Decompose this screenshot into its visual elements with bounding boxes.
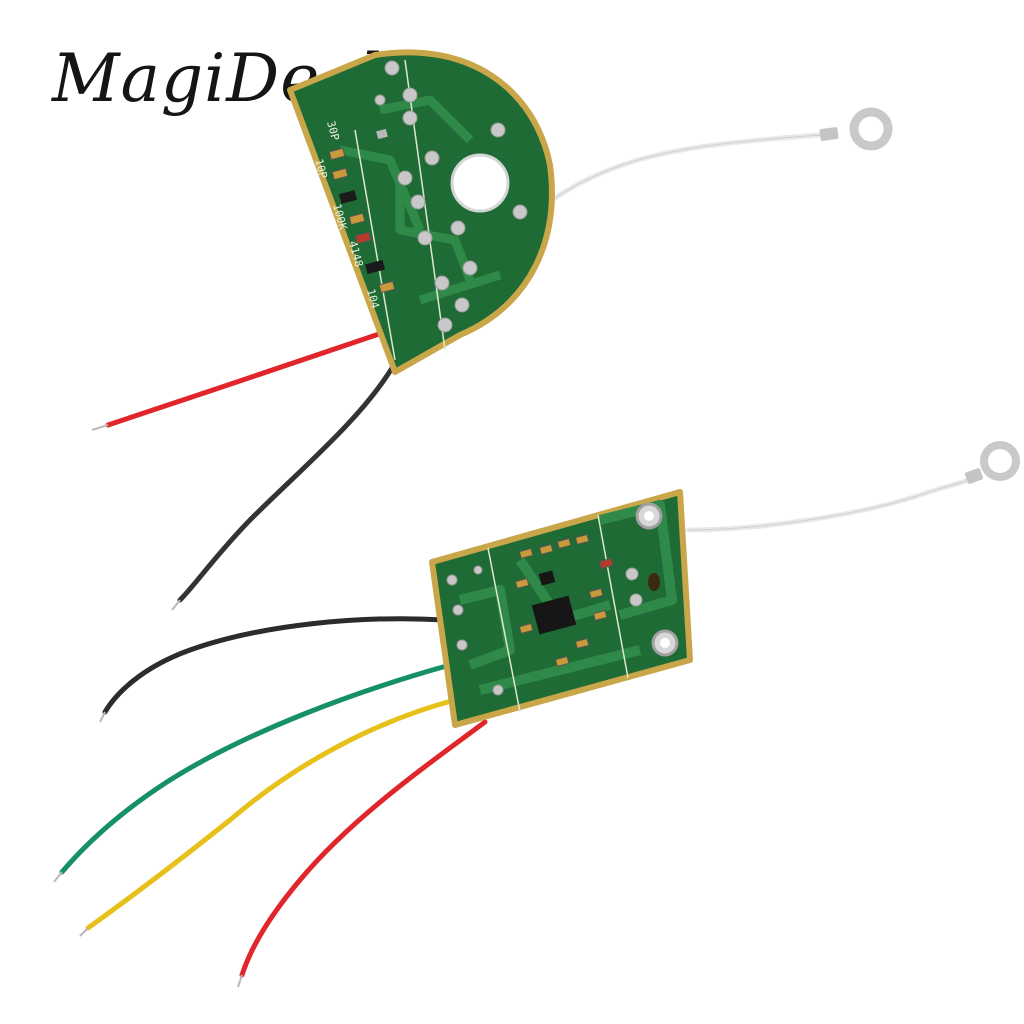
transmitter-ring-terminal [849,107,893,151]
receiver-transistor [538,570,556,586]
receiver-solder-pads [446,565,643,696]
transmitter-crimp [819,127,839,141]
receiver-red-wire-tip [237,974,243,988]
receiver-board [53,441,1020,988]
transmitter-mount-hole [450,153,510,213]
receiver-crimp [964,468,984,484]
transmitter-board: 30P 10P 100K 4148 104 [91,49,893,611]
receiver-red-wire [239,719,488,978]
silk-10p: 10P [312,157,330,180]
receiver-cut-line [597,514,629,679]
transmitter-antenna-outline [544,134,823,206]
receiver-black-wire-tip [99,711,106,723]
transmitter-solder-pads [374,60,528,333]
receiver-smd-components [514,533,614,668]
receiver-yellow-wire [85,697,458,931]
receiver-antenna-hole [648,573,660,591]
transmitter-red-wire-tip [91,424,109,431]
receiver-ic-chip [531,595,577,635]
receiver-green-wire-tip [53,871,63,883]
transmitter-cut-line [354,129,396,361]
receiver-mount-hole-center [644,511,654,521]
receiver-yellow-wire-tip [79,927,89,937]
transmitter-cut-line [404,59,446,351]
transmitter-antenna-wire [542,132,825,208]
receiver-black-wire [102,616,448,715]
receiver-cut-line [487,547,521,713]
receiver-antenna-outline [687,477,976,531]
receiver-antenna-wire [685,475,978,533]
silk-30p: 30P [324,119,342,142]
receiver-green-wire [59,662,453,875]
transmitter-smd-components [328,128,396,294]
silk-104: 104 [364,287,382,310]
receiver-mount-hole-center [660,638,670,648]
transmitter-red-wire [105,329,388,428]
transmitter-black-wire [177,365,395,603]
transmitter-black-wire-tip [171,599,181,611]
receiver-ring-terminal [980,441,1020,481]
